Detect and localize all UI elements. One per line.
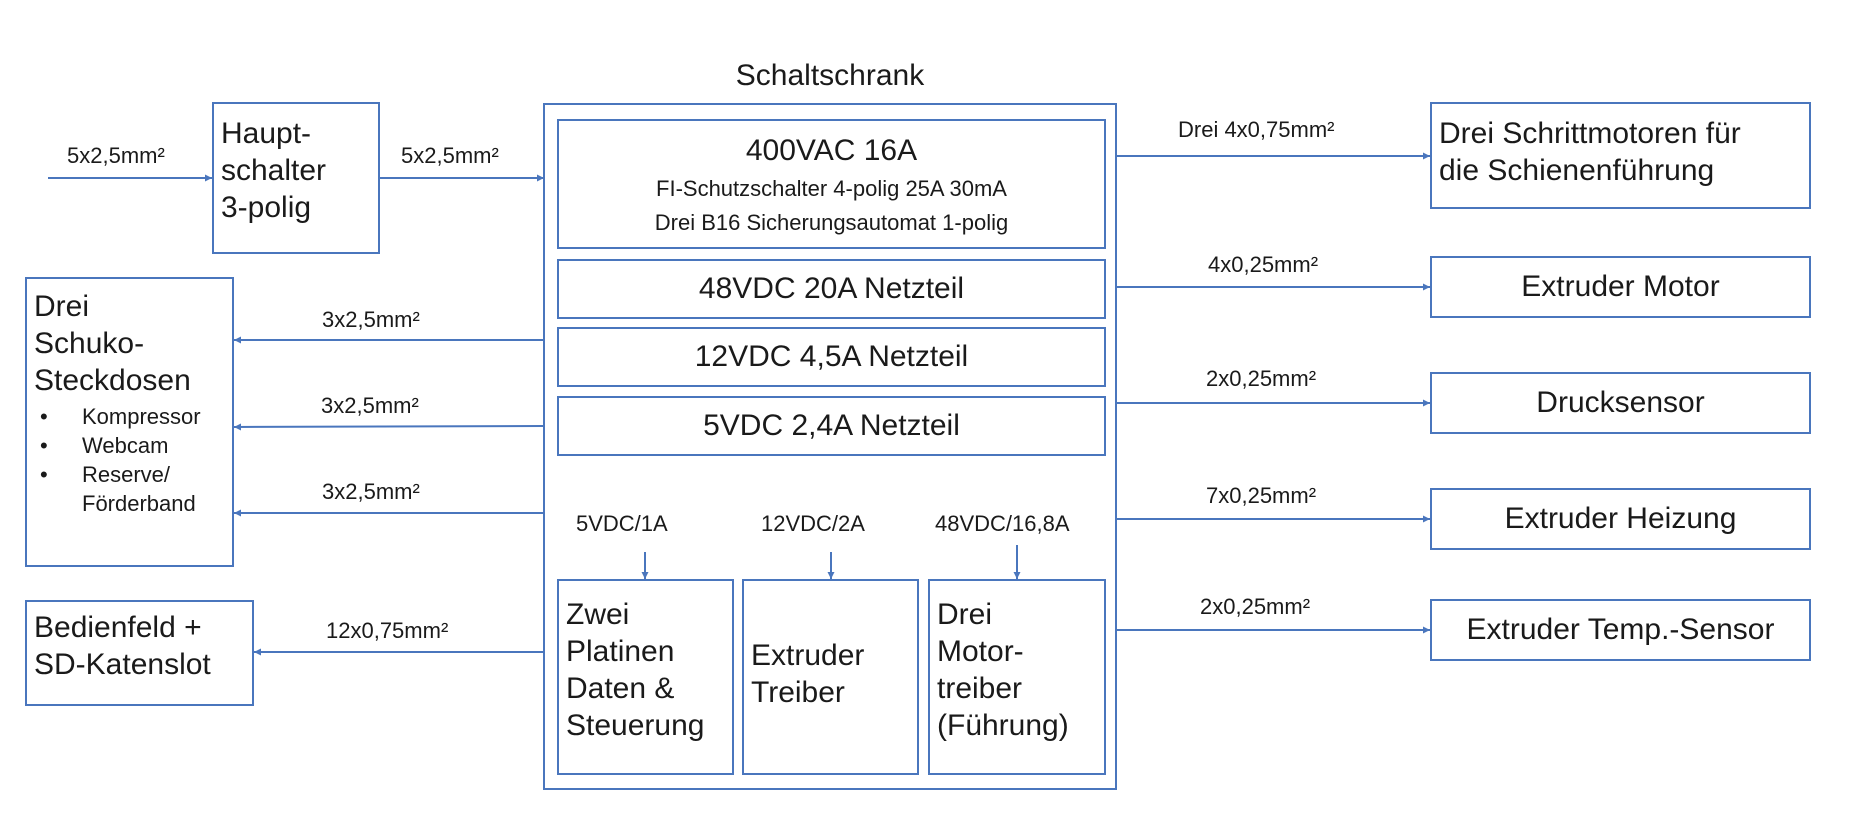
extruder-driver-line-2: Treiber [751, 675, 845, 709]
heater-label: Extruder Heizung [1504, 502, 1737, 535]
sockets-item-reserve-continued: Förderband [34, 489, 232, 518]
main-switch-line-3: 3-polig [221, 190, 312, 224]
extruder-motor-box: Extruder Motor [1430, 256, 1811, 318]
heater-box: Extruder Heizung [1430, 488, 1811, 550]
sockets-item-label: Kompressor [82, 403, 201, 429]
sockets-line-3: Steckdosen [34, 363, 191, 397]
breaker-heading: 400VAC 16A [745, 134, 918, 167]
psu-12v-box: 12VDC 4,5A Netzteil [557, 327, 1106, 387]
boards-box: Zwei Platinen Daten & Steuerung [557, 579, 734, 775]
temp-sensor-label: Extruder Temp.-Sensor [1466, 613, 1775, 646]
cable-label-extruder-motor: 4x0,25mm² [1208, 252, 1319, 277]
bullet-icon: • [40, 403, 48, 429]
bullet-icon: • [40, 432, 48, 458]
feed-12v-label: 12VDC/2A [761, 511, 865, 536]
cable-label-temp-sensor: 2x0,25mm² [1200, 594, 1311, 619]
feed-5v-label: 5VDC/1A [576, 511, 668, 536]
sockets-item-reserve: • Reserve/ [34, 460, 232, 489]
sockets-item-webcam: • Webcam [34, 431, 232, 460]
temp-sensor-box: Extruder Temp.-Sensor [1430, 599, 1811, 661]
main-switch-box: Haupt- schalter 3-polig [212, 102, 380, 254]
cable-label-main-cabinet: 5x2,5mm² [401, 143, 499, 168]
extruder-motor-label: Extruder Motor [1521, 270, 1720, 303]
panel-line-2: SD-Katenslot [34, 647, 211, 681]
extruder-driver-line-1: Extruder [751, 639, 865, 672]
boards-line-3: Daten & [566, 671, 675, 705]
motor-drivers-box: Drei Motor- treiber (Führung) [928, 579, 1106, 775]
cable-label-steppers: Drei 4x0,75mm² [1178, 117, 1335, 142]
sockets-list: • Kompressor • Webcam • Reserve/ Förderb… [34, 402, 232, 519]
sockets-item-compressor: • Kompressor [34, 402, 232, 431]
breaker-box [557, 119, 1106, 249]
sockets-line-1: Drei [34, 290, 90, 323]
main-switch-line-1: Haupt- [221, 117, 312, 150]
sockets-item-label: Webcam [82, 432, 169, 458]
sockets-line-2: Schuko- [34, 326, 145, 360]
cable-label-socket-2: 3x2,5mm² [321, 393, 419, 418]
psu-48v-box: 48VDC 20A Netzteil [557, 259, 1106, 319]
cable-label-socket-3: 3x2,5mm² [322, 479, 420, 504]
boards-line-1: Zwei [566, 598, 630, 631]
boards-line-4: Steuerung [566, 708, 705, 742]
cable-label-pressure-sensor: 2x0,25mm² [1206, 366, 1317, 391]
bullet-icon: • [40, 462, 48, 488]
breaker-line-1: FI-Schutzschalter 4-polig 25A 30mA [656, 176, 1007, 201]
wire-socket-2 [233, 423, 545, 431]
panel-line-1: Bedienfeld + [34, 611, 202, 644]
steppers-line-2: die Schienenführung [1439, 153, 1715, 187]
breaker-line-2: Drei B16 Sicherungsautomat 1-polig [654, 210, 1009, 235]
motor-drivers-line-3: treiber [937, 671, 1023, 705]
steppers-box: Drei Schrittmotoren für die Schienenführ… [1430, 102, 1811, 209]
motor-drivers-line-2: Motor- [937, 634, 1024, 668]
pressure-sensor-box: Drucksensor [1430, 372, 1811, 434]
cable-label-heater: 7x0,25mm² [1206, 483, 1317, 508]
psu-5v-box: 5VDC 2,4A Netzteil [557, 396, 1106, 456]
cabinet-frame [543, 103, 1117, 790]
cabinet-title: Schaltschrank [735, 59, 925, 92]
cable-label-socket-1: 3x2,5mm² [322, 307, 420, 332]
psu-48v-label: 48VDC 20A Netzteil [698, 272, 965, 305]
panel-box: Bedienfeld + SD-Katenslot [25, 600, 254, 706]
cable-label-in-main: 5x2,5mm² [67, 143, 165, 168]
steppers-line-1: Drei Schrittmotoren für [1439, 117, 1741, 150]
extruder-driver-box: Extruder Treiber [742, 579, 919, 775]
main-switch-line-2: schalter [221, 153, 327, 187]
motor-drivers-line-4: (Führung) [937, 708, 1069, 742]
sockets-item-label: Reserve/ [82, 462, 171, 488]
sockets-item-label: Förderband [82, 491, 196, 517]
psu-12v-label: 12VDC 4,5A Netzteil [694, 340, 969, 373]
feed-48v-label: 48VDC/16,8A [935, 511, 1070, 536]
sockets-box: Drei Schuko- Steckdosen • Kompressor • W… [25, 277, 234, 567]
pressure-sensor-label: Drucksensor [1536, 386, 1705, 419]
psu-5v-label: 5VDC 2,4A Netzteil [703, 409, 960, 442]
cable-label-panel: 12x0,75mm² [326, 618, 449, 643]
motor-drivers-line-1: Drei [937, 598, 993, 631]
boards-line-2: Platinen [566, 634, 675, 668]
